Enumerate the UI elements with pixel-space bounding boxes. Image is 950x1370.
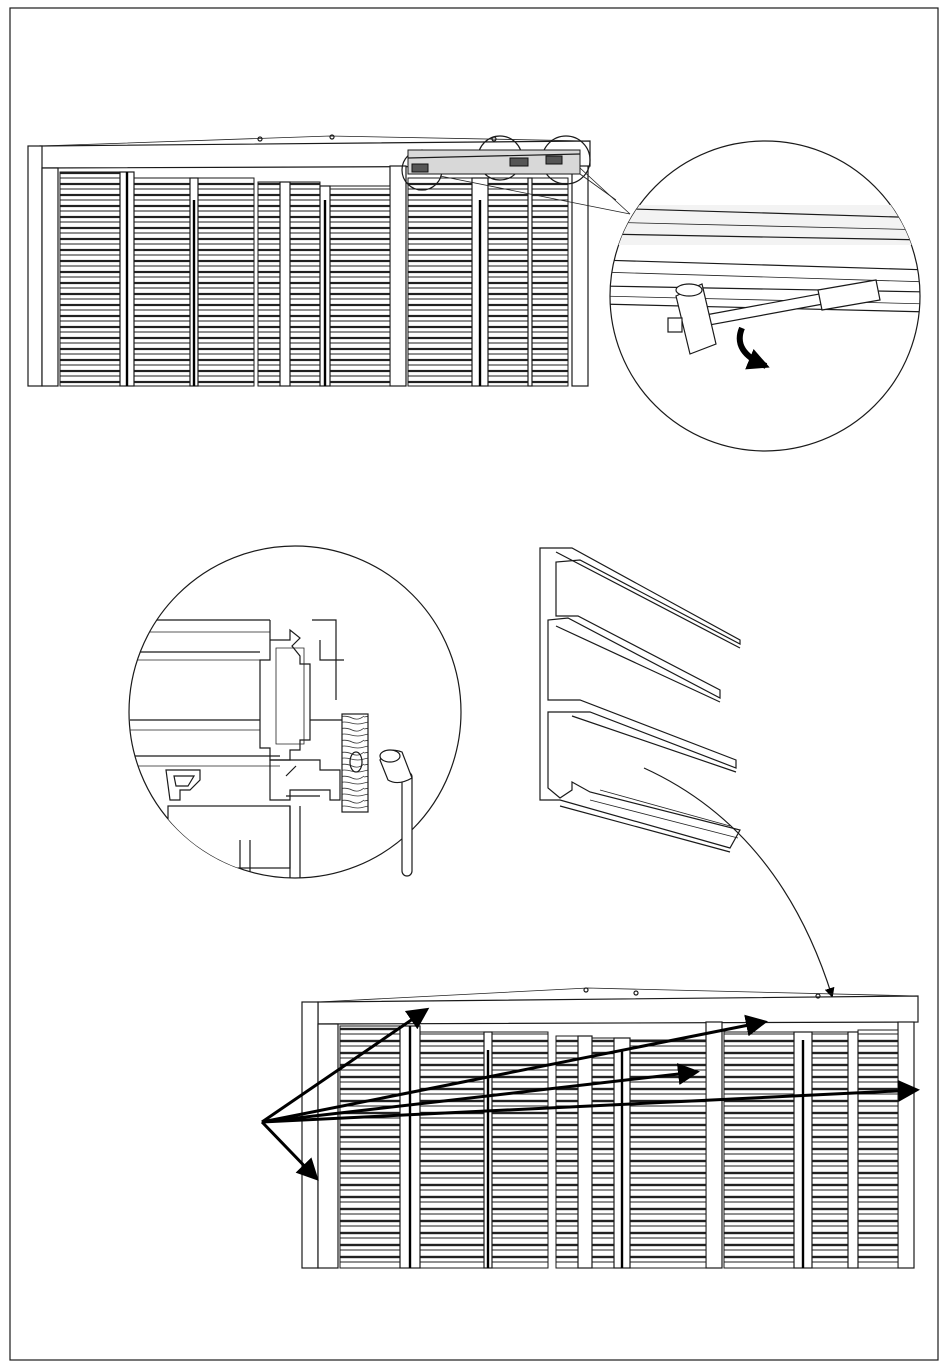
- louver-panel: [134, 178, 190, 386]
- profile-section-circle: [129, 546, 461, 880]
- louver-panel: [258, 182, 280, 386]
- top-shutter-view: [28, 135, 630, 386]
- louver-panel: [420, 1032, 484, 1268]
- louver-panel: [198, 178, 254, 386]
- bottom-shutter-view: [262, 988, 918, 1268]
- louver-panel: [408, 178, 472, 386]
- louver-panel: [592, 1038, 614, 1268]
- louver-panel: [812, 1032, 848, 1268]
- louver-panel: [556, 1036, 578, 1268]
- louver-panel: [724, 1032, 794, 1268]
- mallet-icon: [402, 772, 412, 876]
- louver-panel: [60, 172, 120, 386]
- louver-panel: [858, 1030, 898, 1268]
- louver-panel: [290, 182, 320, 386]
- leader-arrow: [644, 768, 832, 996]
- top-detail-circle: [600, 141, 930, 451]
- louver-panel: [532, 178, 568, 386]
- profile-rail-view: [540, 548, 832, 996]
- louver-panel: [488, 178, 528, 386]
- louver-panel: [330, 186, 390, 386]
- wood-block: [342, 714, 368, 812]
